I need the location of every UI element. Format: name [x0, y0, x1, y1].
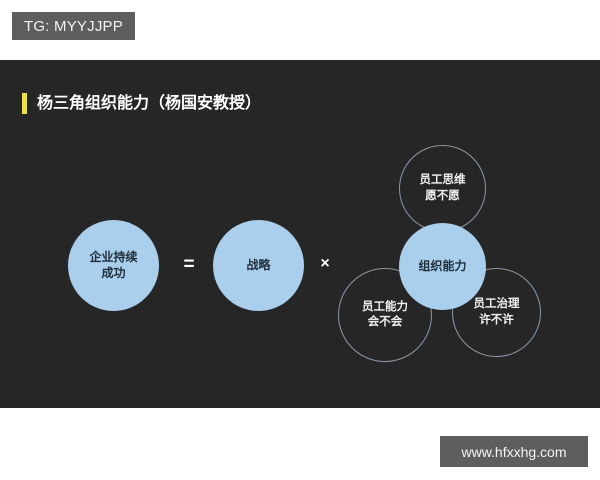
- node-employee-mindset-label: 员工思维 愿不愿: [419, 174, 466, 202]
- top-watermark-text: TG: MYYJJPP: [24, 17, 123, 35]
- slide-heading: 杨三角组织能力（杨国安教授）: [22, 93, 261, 114]
- node-organizational-capability-label: 组织能力: [418, 258, 467, 273]
- node-strategy: 战略: [213, 220, 304, 311]
- node-employee-ability-label: 员工能力 会不会: [362, 300, 408, 328]
- node-employee-governance-label: 员工治理 许不许: [473, 298, 520, 326]
- equals-operator: =: [183, 254, 195, 275]
- node-strategy-label: 战略: [246, 257, 271, 272]
- node-employee-mindset: 员工思维 愿不愿: [399, 145, 486, 232]
- yang-triangle-diagram: 企业持续 成功 = 战略 × 员工思维 愿不愿 员工能力 会不会 员工治理 许不…: [0, 60, 600, 408]
- heading-accent-bar: [22, 93, 27, 114]
- node-employee-ability: 员工能力 会不会: [338, 268, 432, 362]
- node-sustained-success: 企业持续 成功: [68, 220, 159, 311]
- page-title: 杨三角组织能力（杨国安教授）: [37, 94, 262, 112]
- times-operator: ×: [320, 255, 330, 272]
- node-organizational-capability: 组织能力: [399, 223, 486, 310]
- site-watermark-text: www.hfxxhg.com: [461, 443, 567, 460]
- slide-panel: 杨三角组织能力（杨国安教授） 企业持续 成功 = 战略 × 员工思维 愿不愿 员…: [0, 60, 600, 408]
- top-watermark-badge: TG: MYYJJPP: [12, 12, 135, 40]
- node-employee-governance: 员工治理 许不许: [452, 268, 541, 357]
- node-sustained-success-label: 企业持续 成功: [89, 249, 138, 280]
- site-watermark-badge: www.hfxxhg.com: [440, 436, 588, 467]
